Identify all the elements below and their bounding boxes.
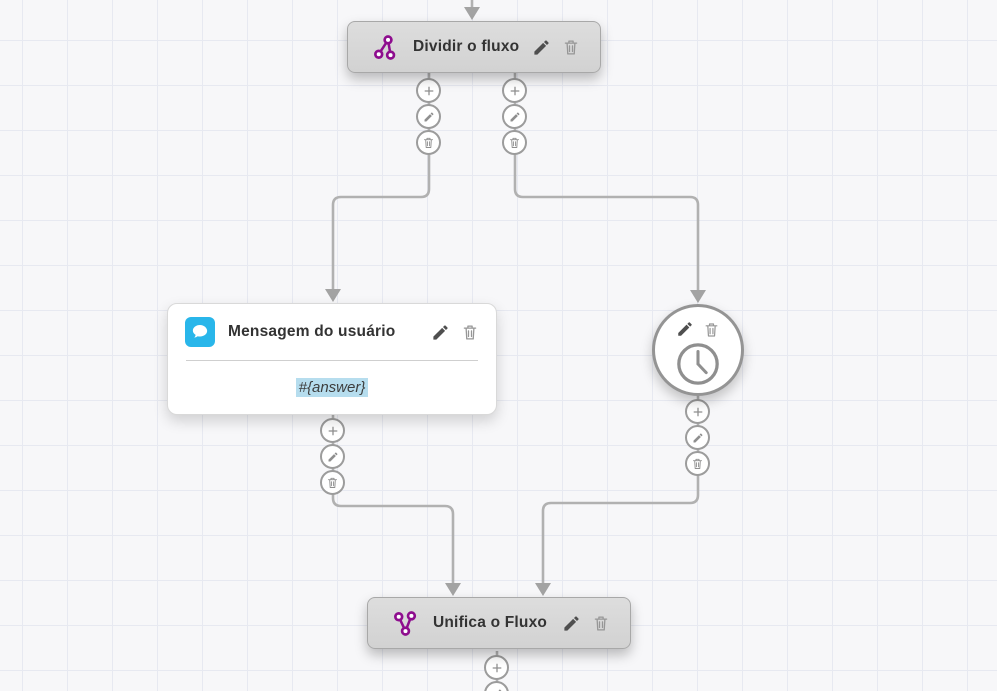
trash-icon[interactable] [703, 321, 720, 338]
connector-mensagem-to-unifica [331, 415, 455, 584]
node-unifica-fluxo[interactable]: Unifica o Fluxo [367, 597, 631, 649]
output-buttons-right [502, 78, 527, 156]
variable-chip: #{answer} [295, 378, 369, 397]
arrowhead-timer [690, 290, 706, 303]
arrowhead-mensagem [325, 289, 341, 302]
arrowhead-entry [464, 7, 480, 20]
arrowhead-unifica-left [445, 583, 461, 596]
edit-icon[interactable] [562, 614, 581, 633]
edit-connection-button[interactable] [685, 425, 710, 450]
edit-icon[interactable] [676, 320, 694, 338]
node-body: #{answer} [168, 361, 496, 414]
delete-connection-button[interactable] [320, 470, 345, 495]
node-mensagem-usuario[interactable]: Mensagem do usuário #{answer} [167, 303, 497, 415]
split-icon [372, 34, 399, 61]
divider [186, 360, 478, 361]
merge-icon [392, 610, 419, 637]
edit-icon[interactable] [532, 38, 551, 57]
delete-connection-button[interactable] [685, 451, 710, 476]
delete-connection-button[interactable] [502, 130, 527, 155]
connector-timer-to-unifica [541, 396, 700, 584]
add-node-button[interactable] [502, 78, 527, 103]
trash-icon[interactable] [562, 38, 580, 56]
connector-dividir-to-mensagem [331, 73, 431, 290]
trash-icon[interactable] [461, 323, 479, 341]
add-node-button[interactable] [320, 418, 345, 443]
node-timer[interactable] [652, 304, 744, 396]
trash-icon[interactable] [592, 614, 610, 632]
arrowhead-unifica-right [535, 583, 551, 596]
edit-connection-button[interactable] [320, 444, 345, 469]
delete-connection-button[interactable] [416, 130, 441, 155]
clock-icon [675, 341, 721, 387]
add-node-button[interactable] [416, 78, 441, 103]
node-title: Dividir o fluxo [413, 38, 520, 55]
output-buttons-left [416, 78, 441, 156]
add-node-button[interactable] [484, 655, 509, 680]
output-buttons-timer [685, 399, 710, 477]
node-title: Unifica o Fluxo [433, 614, 548, 631]
add-node-button[interactable] [685, 399, 710, 424]
node-header: Mensagem do usuário [168, 304, 496, 360]
edit-connection-button[interactable] [502, 104, 527, 129]
edit-icon[interactable] [431, 323, 450, 342]
chat-bubble-icon [185, 317, 215, 347]
output-buttons-unifica [484, 655, 509, 691]
edit-connection-button[interactable] [416, 104, 441, 129]
edit-connection-button[interactable] [484, 681, 509, 691]
connector-dividir-to-timer [513, 73, 700, 291]
node-title: Mensagem do usuário [228, 323, 396, 340]
node-dividir-fluxo[interactable]: Dividir o fluxo [347, 21, 601, 73]
output-buttons-mensagem [320, 418, 345, 496]
